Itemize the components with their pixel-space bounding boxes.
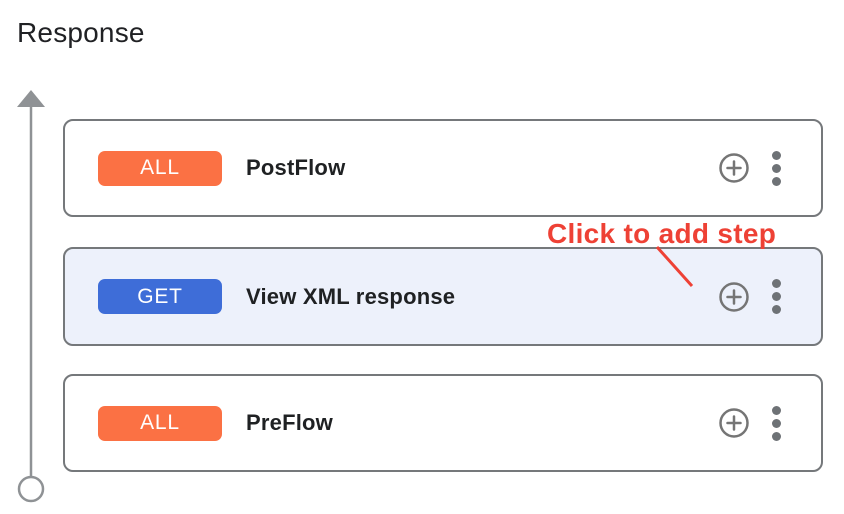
flow-name-label: View XML response xyxy=(246,283,456,309)
more-options-button[interactable] xyxy=(772,279,781,314)
flow-card-postflow[interactable]: ALL PostFlow xyxy=(63,119,823,217)
annotation-click-to-add-step: Click to add step xyxy=(547,218,777,249)
flow-endpoint-circle xyxy=(17,475,45,503)
method-badge: ALL xyxy=(98,150,222,186)
more-options-button[interactable] xyxy=(772,405,781,441)
arrowhead-icon xyxy=(17,90,45,107)
more-options-button[interactable] xyxy=(772,150,781,186)
add-step-button[interactable] xyxy=(718,152,750,184)
flow-name-label: PostFlow xyxy=(246,155,346,180)
flow-card-preflow[interactable]: ALL PreFlow xyxy=(63,374,823,472)
add-circle-outline-icon xyxy=(719,408,749,438)
add-circle-outline-icon xyxy=(719,153,749,183)
kebab-menu-icon xyxy=(772,150,781,186)
kebab-menu-icon xyxy=(772,405,781,441)
kebab-menu-icon xyxy=(772,279,781,314)
flow-direction-up-arrow xyxy=(17,90,45,503)
method-badge: ALL xyxy=(98,405,222,441)
method-badge: GET xyxy=(98,279,222,314)
add-step-button[interactable] xyxy=(718,281,750,313)
page-title: Response xyxy=(17,17,145,48)
add-circle-outline-icon xyxy=(719,281,749,312)
flow-name-label: PreFlow xyxy=(246,410,333,435)
flow-card-view-xml-response[interactable]: GET View XML response xyxy=(63,247,823,346)
add-step-button[interactable] xyxy=(718,407,750,439)
